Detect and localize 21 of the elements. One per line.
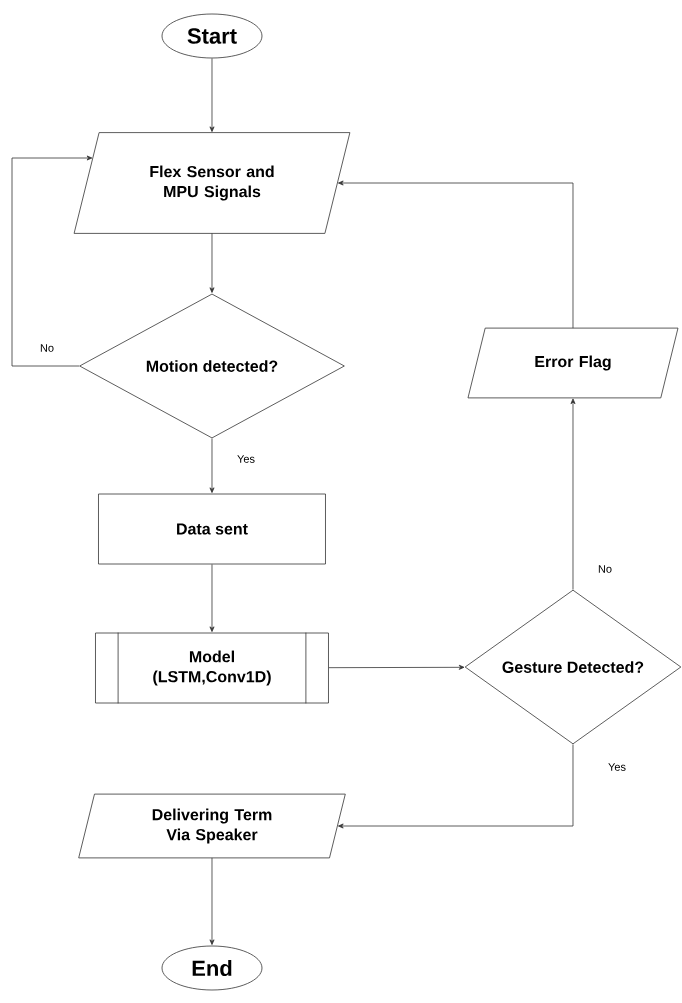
data-parallelogram: Error Flag bbox=[467, 327, 679, 399]
arrow bbox=[328, 664, 465, 670]
process-box: Data sent bbox=[98, 493, 326, 565]
edge-label: No bbox=[38, 343, 56, 353]
arrow bbox=[338, 180, 574, 329]
data-parallelogram: Delivering Term Via Speaker bbox=[78, 793, 346, 859]
edge-label: No bbox=[596, 564, 614, 574]
subprocess-box: Model (LSTM,Conv1D) bbox=[95, 632, 329, 704]
data-parallelogram: Flex Sensor and MPU Signals bbox=[73, 132, 351, 234]
arrow bbox=[338, 744, 574, 829]
arrow bbox=[209, 58, 215, 132]
edge-label: Yes bbox=[236, 454, 256, 464]
arrow bbox=[570, 398, 576, 590]
arrow bbox=[209, 857, 215, 945]
edge-label: Yes bbox=[607, 762, 627, 772]
terminal-oval: Start bbox=[161, 13, 263, 59]
arrow bbox=[209, 564, 215, 632]
arrow bbox=[11, 155, 93, 367]
terminal-oval: End bbox=[161, 945, 263, 991]
arrow bbox=[209, 438, 215, 493]
arrow bbox=[209, 233, 215, 293]
